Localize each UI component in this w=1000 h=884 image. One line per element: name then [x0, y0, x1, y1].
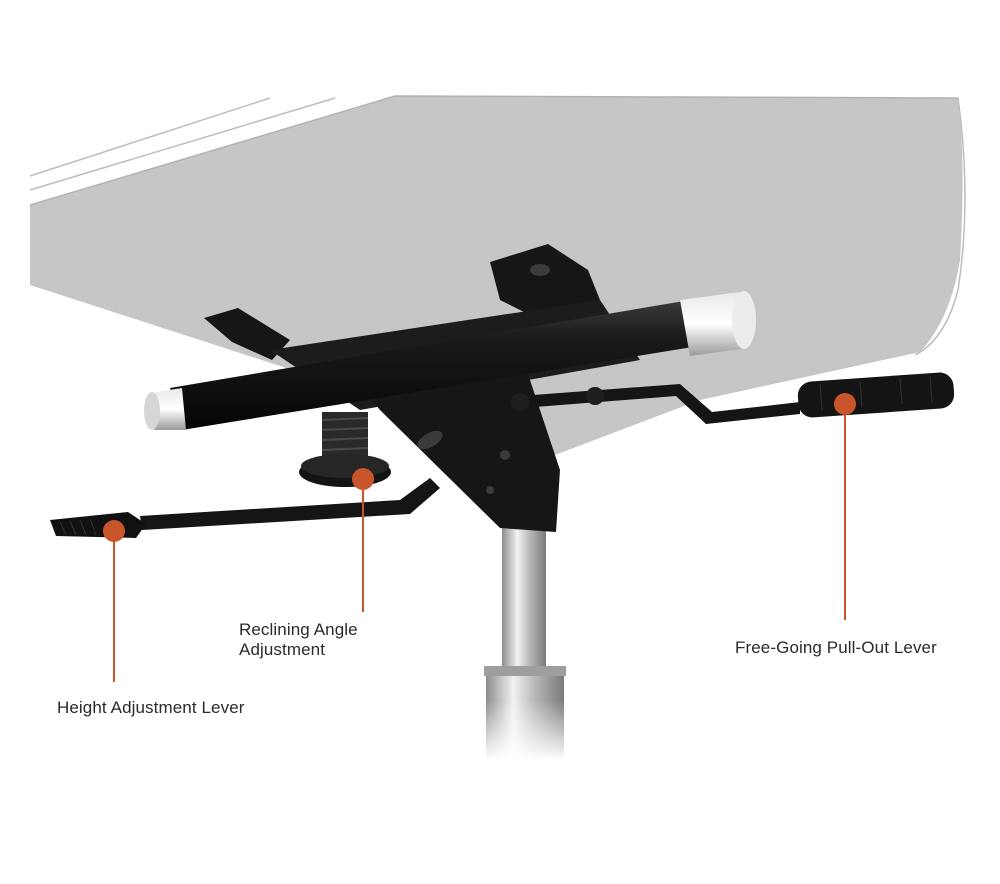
mounting-plates — [204, 244, 600, 360]
reclining-angle-label-line2: Adjustment — [239, 640, 326, 659]
callout-marker-pullout — [834, 393, 856, 620]
cross-tube — [144, 291, 756, 430]
gas-cylinder — [480, 525, 570, 760]
pull-out-lever-label: Free-Going Pull-Out Lever — [735, 638, 937, 657]
callout-marker-recline — [352, 468, 374, 612]
height-adjustment-label: Height Adjustment Lever — [57, 698, 245, 717]
reclining-angle-label: Reclining Angle Adjustment — [239, 620, 399, 660]
reclining-angle-label-line1: Reclining Angle — [239, 620, 358, 639]
reclining-knob — [299, 412, 391, 487]
callout-marker-height — [103, 520, 125, 682]
